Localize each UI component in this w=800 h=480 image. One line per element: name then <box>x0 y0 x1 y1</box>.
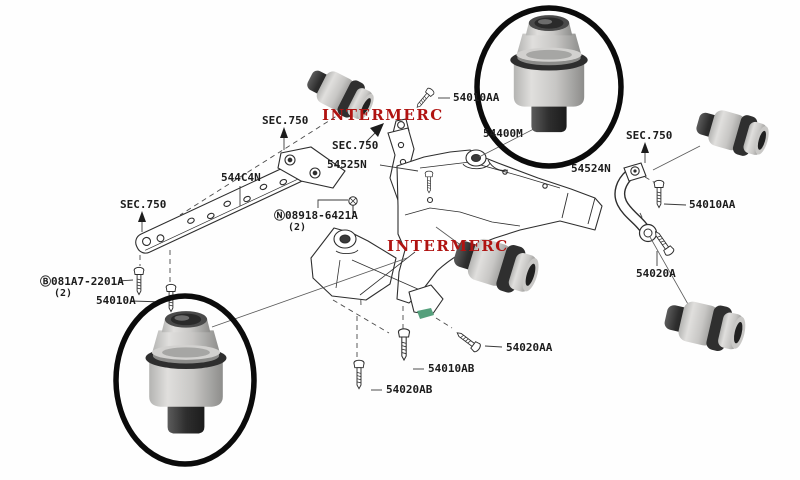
label-sec750-left: SEC.750 <box>120 198 166 211</box>
label-54010a: 54010A <box>96 294 136 307</box>
highlight-green-clip <box>417 308 434 319</box>
subframe-drawing <box>310 149 603 316</box>
label-081a7-qty: (2) <box>54 288 72 299</box>
label-54010aa-right: 54010AA <box>689 198 736 211</box>
label-081a7-2201a: Ⓑ081A7-2201A <box>40 274 124 288</box>
label-54525n: 54525N <box>327 158 367 171</box>
bolt-54020aa <box>453 328 483 354</box>
highlight-circle-bottom-left <box>113 293 257 467</box>
callout-labels: SEC.750 SEC.750 SEC.750 SEC.750 544C4N 5… <box>40 91 736 396</box>
bolt-54010ab <box>397 328 411 361</box>
bushing-photo-circled-bottom <box>145 311 227 434</box>
bushing-photo-circled-top <box>510 15 588 133</box>
bushing-photo-lower-right <box>660 293 750 357</box>
bushing-photo-right <box>692 102 773 162</box>
label-sec750-right: SEC.750 <box>626 129 672 142</box>
label-sec750-bracket: SEC.750 <box>332 139 378 152</box>
label-54020aa: 54020AA <box>506 341 553 354</box>
label-08918-qty: (2) <box>288 222 306 233</box>
leader-arrowheads <box>138 123 649 222</box>
label-54010aa-top: 54010AA <box>453 91 500 104</box>
nut-08918 <box>348 196 358 214</box>
fastener-bolts <box>133 86 676 390</box>
label-sec750-bar: SEC.750 <box>262 114 308 127</box>
stay-bar-544c4n-drawing <box>135 146 346 254</box>
label-54010ab: 54010AB <box>428 362 475 375</box>
highlight-circle-top-right <box>474 5 624 169</box>
bolt-54010aa-right <box>653 179 665 208</box>
label-54020ab: 54020AB <box>386 383 433 396</box>
label-54400m: 54400M <box>483 127 523 140</box>
label-544c4n: 544C4N <box>221 171 261 184</box>
label-08918-6421a: Ⓝ08918-6421A <box>274 208 358 222</box>
label-54020a: 54020A <box>636 267 676 280</box>
stay-54524n-drawing <box>614 162 658 243</box>
watermark-text-top: INTERMERC <box>322 106 444 124</box>
watermark-text-center: INTERMERC <box>387 237 509 255</box>
leader-lines <box>118 97 701 391</box>
bolt-54020ab <box>353 359 365 390</box>
label-54524n: 54524N <box>571 162 611 175</box>
bolt-081a7 <box>133 266 145 295</box>
